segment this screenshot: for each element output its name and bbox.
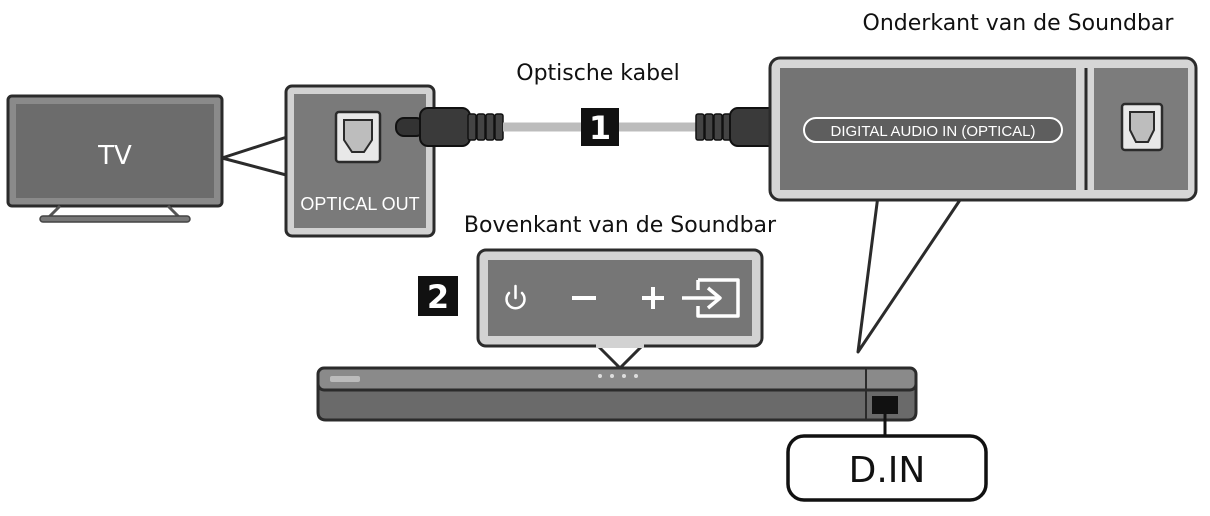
soundbar-logo-mark: [330, 376, 360, 382]
optical-out-panel: OPTICAL OUT: [284, 84, 436, 238]
input-source-icon: [682, 278, 740, 318]
step-1-number: 1: [589, 109, 611, 147]
bottom-callout-pointer: [856, 178, 962, 354]
d-in-port: [872, 396, 898, 414]
digital-audio-in-label: DIGITAL AUDIO IN (OPTICAL): [830, 123, 1035, 140]
soundbar-bottom-panel: DIGITAL AUDIO IN (OPTICAL): [768, 56, 1198, 354]
d-in-callout: [786, 434, 988, 502]
step-2-badge: [418, 276, 458, 316]
cable-plug-left: [419, 107, 471, 147]
optical-cable-label: Optische kabel: [516, 61, 680, 86]
tv-screen-inner: [16, 104, 214, 198]
soundbar-bottom-title: Onderkant van de Soundbar: [863, 11, 1175, 36]
plus-icon: [642, 287, 664, 309]
pointer-mask: [596, 340, 644, 348]
tv-illustration: TV: [6, 94, 224, 223]
step-1-badge: [581, 108, 619, 146]
soundbar-top-buttons: [598, 374, 638, 378]
d-in-label: D.IN: [849, 450, 926, 491]
soundbar-body: [316, 366, 918, 438]
soundbar-top-surface: [316, 366, 918, 392]
digital-audio-in-pill: [803, 117, 1063, 143]
soundbar-top-title: Bovenkant van de Soundbar: [464, 213, 777, 238]
top-controls-panel: [476, 248, 764, 370]
tv-stand-base: [39, 215, 191, 223]
optical-port-icon: [334, 110, 382, 164]
power-icon: [505, 284, 526, 310]
optical-out-label: OPTICAL OUT: [300, 194, 419, 214]
step-2-number: 2: [427, 278, 449, 316]
tv-callout-pointer: [220, 134, 292, 178]
digital-in-port-icon: [1120, 102, 1164, 152]
tv-label: TV: [97, 141, 132, 171]
